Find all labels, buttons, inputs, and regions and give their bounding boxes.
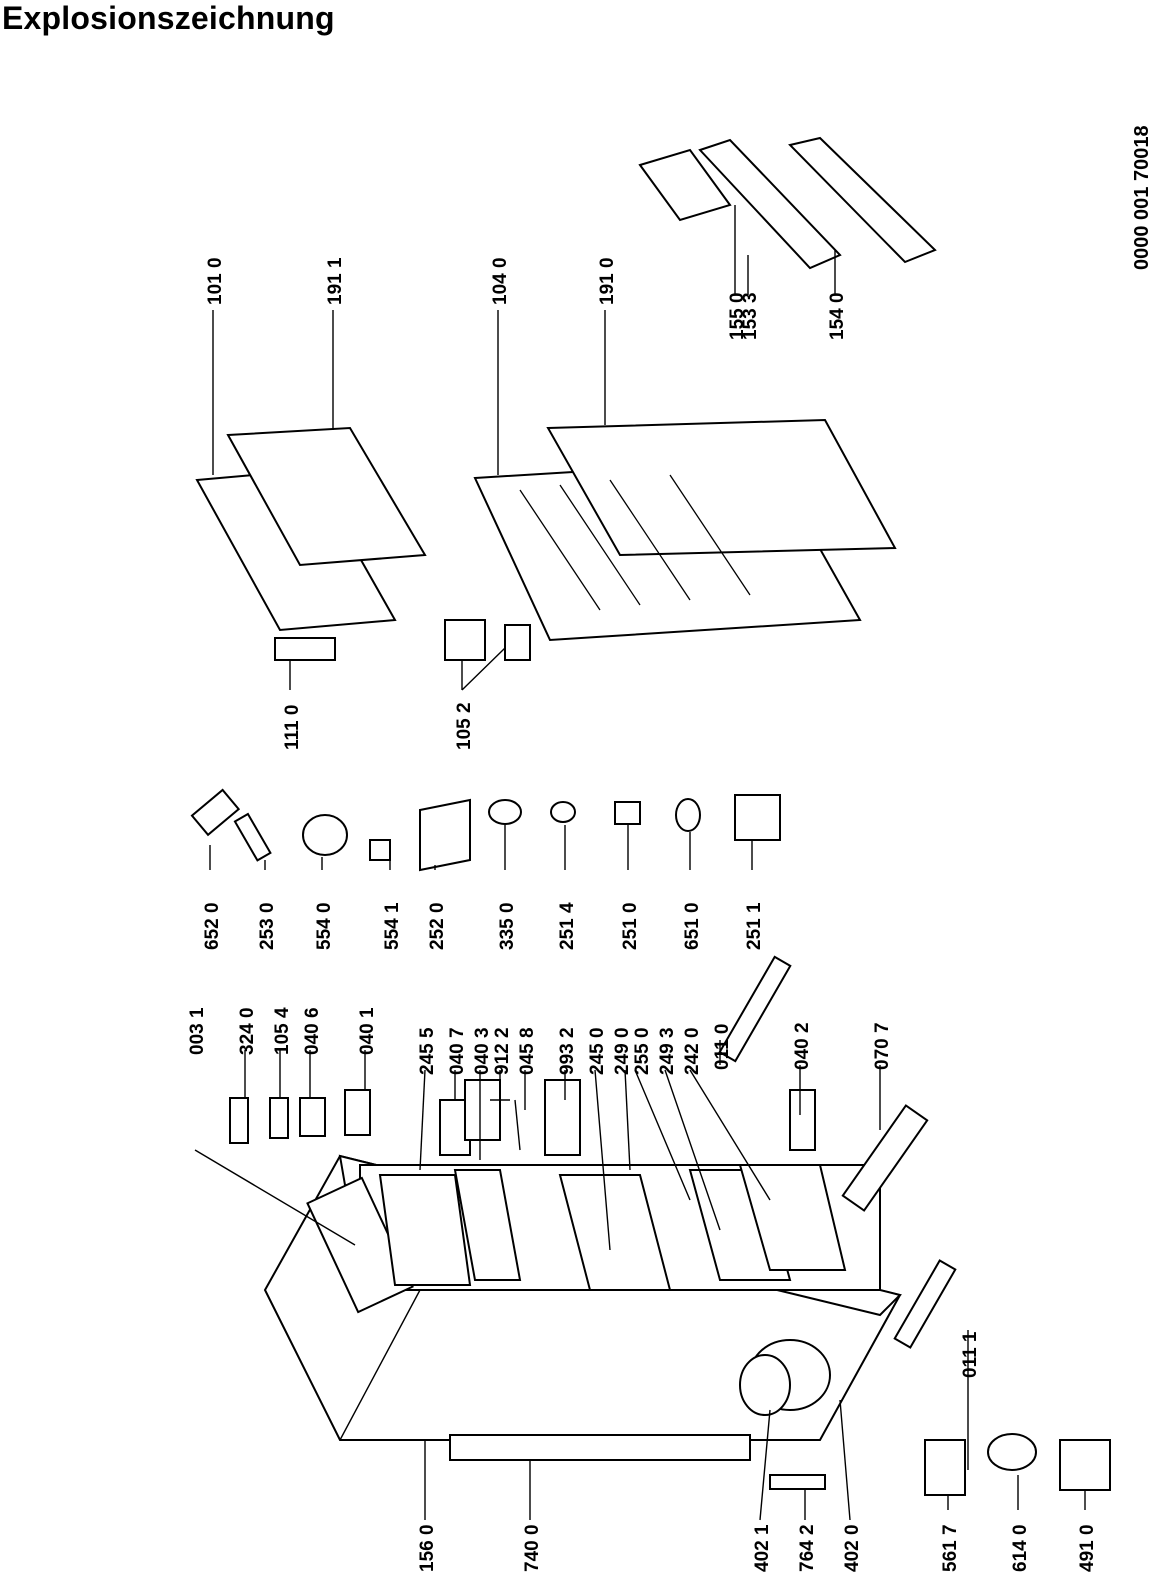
callout-label: 156 0 bbox=[417, 1524, 438, 1572]
callout-label: 249 3 bbox=[657, 1027, 678, 1075]
callout-label: 764 2 bbox=[797, 1524, 818, 1572]
callout-label: 245 5 bbox=[417, 1027, 438, 1075]
callout-label: 402 1 bbox=[752, 1524, 773, 1572]
callout-label: 153 3 bbox=[740, 292, 761, 340]
leader-lines bbox=[194, 205, 1086, 1521]
callout-label: 251 0 bbox=[620, 902, 641, 950]
callout-labels: 003 1 324 0 105 4 040 6 040 1 245 5 040 … bbox=[187, 257, 1098, 1572]
page-title: Explosionszeichnung bbox=[2, 0, 335, 36]
callout-label: 491 0 bbox=[1077, 1524, 1098, 1572]
callout-label: 554 1 bbox=[382, 902, 403, 950]
callout-label: 040 3 bbox=[472, 1027, 493, 1075]
callout-label: 111 0 bbox=[282, 705, 303, 750]
callout-label: 011 0 bbox=[712, 1024, 733, 1071]
callout-label: 993 2 bbox=[557, 1027, 578, 1075]
callout-label: 104 0 bbox=[490, 257, 511, 305]
callout-label: 740 0 bbox=[522, 1524, 543, 1572]
small-parts bbox=[190, 619, 1111, 1496]
callout-label: 245 0 bbox=[587, 1027, 608, 1075]
callout-label: 255 0 bbox=[632, 1027, 653, 1075]
callout-label: 191 0 bbox=[597, 257, 618, 305]
doors bbox=[195, 136, 937, 642]
callout-label: 251 1 bbox=[744, 902, 765, 950]
callout-label: 614 0 bbox=[1010, 1524, 1031, 1572]
callout-label: 070 7 bbox=[872, 1022, 893, 1070]
callout-label: 101 0 bbox=[205, 257, 226, 305]
callout-label: 040 7 bbox=[447, 1027, 468, 1075]
callout-label: 191 1 bbox=[325, 257, 346, 305]
callout-label: 335 0 bbox=[497, 902, 518, 950]
callout-label: 402 0 bbox=[842, 1524, 863, 1572]
callout-label: 561 7 bbox=[940, 1524, 961, 1572]
callout-label: 105 4 bbox=[272, 1007, 293, 1055]
callout-label: 040 1 bbox=[357, 1007, 378, 1055]
callout-label: 912 2 bbox=[492, 1027, 513, 1075]
callout-label: 253 0 bbox=[257, 902, 278, 950]
callout-label: 324 0 bbox=[237, 1007, 258, 1055]
callout-label: 242 0 bbox=[682, 1027, 703, 1075]
callout-label: 251 4 bbox=[557, 902, 578, 950]
callout-label: 040 2 bbox=[792, 1022, 813, 1070]
callout-label: 045 8 bbox=[517, 1027, 538, 1075]
callout-label: 652 0 bbox=[202, 902, 223, 950]
callout-label: 040 6 bbox=[302, 1007, 323, 1055]
cabinet bbox=[263, 955, 957, 1490]
callout-label: 155 0 bbox=[727, 292, 748, 340]
callout-label: 651 0 bbox=[682, 902, 703, 950]
callout-label: 249 0 bbox=[612, 1027, 633, 1075]
callout-label: 252 0 bbox=[427, 902, 448, 950]
callout-label: 105 2 bbox=[454, 702, 475, 750]
callout-label: 554 0 bbox=[314, 902, 335, 950]
document-number: 0000 001 70018 bbox=[1131, 125, 1153, 270]
callout-label: 011 1 bbox=[960, 1331, 981, 1378]
callout-label: 003 1 bbox=[187, 1007, 208, 1055]
callout-label: 154 0 bbox=[827, 292, 848, 340]
